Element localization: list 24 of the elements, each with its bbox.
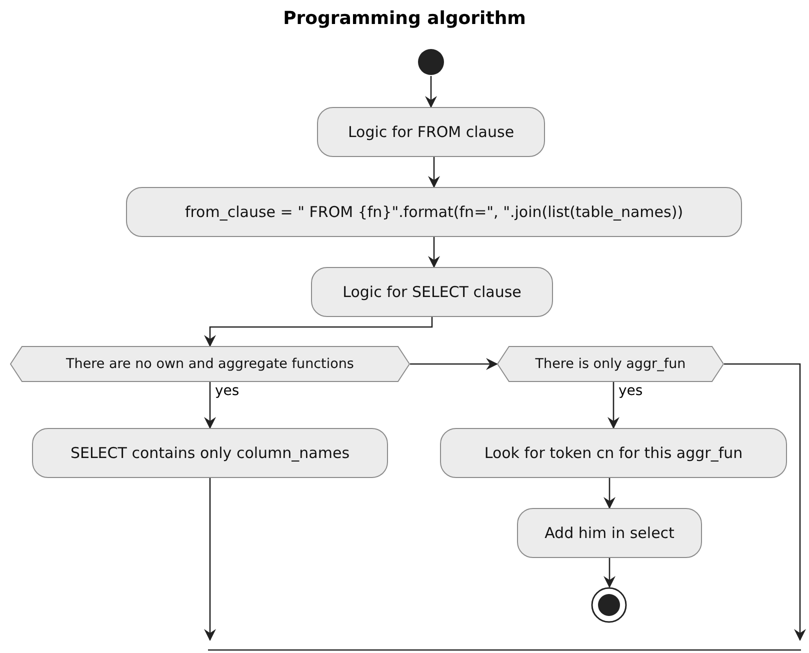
arrow — [608, 382, 620, 429]
activity-box: Add him in select — [517, 508, 702, 558]
start-node — [417, 48, 445, 76]
activity-box: Look for token cn for this aggr_fun — [440, 428, 787, 478]
arrow — [604, 558, 616, 588]
arrow — [428, 157, 440, 188]
end-node — [591, 587, 627, 623]
condition-text: There are no own and aggregate functions — [66, 356, 354, 372]
arrow — [204, 382, 216, 429]
arrow — [204, 317, 433, 347]
activity-box: Logic for SELECT clause — [311, 267, 553, 317]
diagram-title: Programming algorithm — [282, 8, 527, 29]
arrow — [428, 237, 440, 268]
arrow — [410, 358, 498, 370]
arrow — [724, 363, 806, 641]
decision-hexagon — [497, 346, 724, 382]
arrow — [204, 478, 216, 641]
arrow — [604, 478, 616, 509]
condition-text: There is only aggr_fun — [535, 356, 686, 372]
decision-hexagon — [10, 346, 410, 382]
activity-box: Logic for FROM clause — [317, 107, 545, 157]
activity-box: SELECT contains only column_names — [32, 428, 388, 478]
activity-box: from_clause = " FROM {fn}".format(fn=", ".join(list(table_names)) — [126, 187, 742, 237]
arrow — [425, 76, 437, 108]
